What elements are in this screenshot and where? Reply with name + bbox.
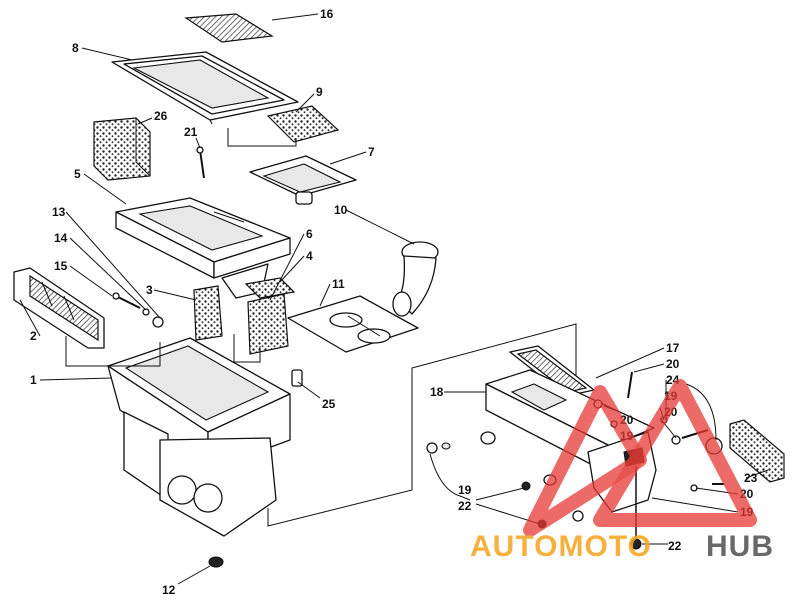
part-12-nut	[208, 556, 224, 568]
callout-22-b: 22	[668, 539, 682, 553]
callout-8: 8	[72, 41, 79, 55]
watermark-logo-triangles-icon	[523, 379, 757, 537]
callout-18: 18	[430, 385, 444, 399]
callout-6: 6	[306, 227, 313, 241]
part-8-frame	[111, 51, 299, 125]
callout-1: 1	[30, 373, 37, 387]
callout-15: 15	[54, 259, 68, 273]
callouts: 16 8 9 26 21 7 5 10 13 6 14 4 15 11 3 2 …	[30, 7, 758, 597]
leader-lines	[19, 13, 769, 585]
assembly-bracket-lines	[65, 128, 577, 527]
callout-26: 26	[154, 109, 168, 123]
callout-11: 11	[332, 277, 345, 291]
part-2-side-filter	[13, 267, 105, 349]
callout-13: 13	[52, 205, 66, 219]
callout-23: 23	[744, 471, 758, 485]
callout-19-d: 19	[458, 483, 472, 497]
callout-2: 2	[30, 329, 37, 343]
part-6-foam-pad	[247, 293, 289, 355]
part-16-screen	[184, 13, 274, 43]
callout-25: 25	[322, 397, 336, 411]
callout-20-a: 20	[666, 357, 680, 371]
callout-17: 17	[666, 341, 680, 355]
part-10-elbow	[392, 241, 439, 317]
watermark-brand-right: HUB	[706, 530, 774, 563]
part-4-foam-pad	[244, 277, 296, 299]
part-23-foam-block	[729, 419, 785, 483]
part-13-14-15-hardware	[112, 292, 164, 328]
callout-9: 9	[316, 85, 323, 99]
callout-7: 7	[368, 145, 375, 159]
callout-3: 3	[146, 283, 153, 297]
watermark-brand-left: AUTOMOTO	[470, 530, 652, 563]
part-3-foam-pad	[193, 285, 223, 341]
callout-10: 10	[334, 203, 348, 217]
part-1-housing	[107, 337, 291, 537]
callout-5: 5	[74, 167, 81, 181]
callout-12: 12	[162, 583, 176, 597]
part-26-filter-block	[93, 117, 151, 181]
watermark: AUTOMOTO HUB	[470, 379, 774, 563]
callout-14: 14	[54, 231, 68, 245]
callout-4: 4	[306, 249, 313, 263]
callout-21: 21	[184, 125, 198, 139]
part-25-clip	[291, 369, 303, 387]
part-9-filter	[266, 105, 340, 143]
callout-16: 16	[320, 7, 334, 21]
callout-22-a: 22	[458, 499, 472, 513]
part-21-screw	[196, 146, 205, 179]
part-7-tray	[249, 155, 357, 205]
part-11-gasket	[287, 295, 419, 353]
